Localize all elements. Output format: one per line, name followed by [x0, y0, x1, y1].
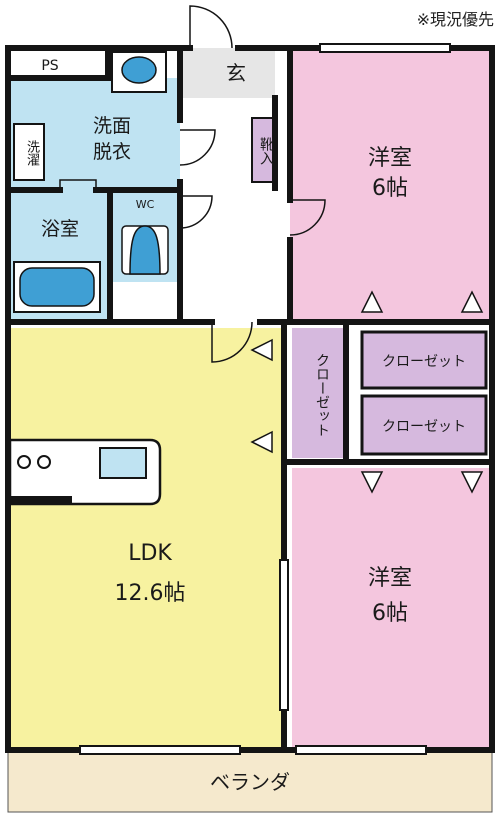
western-room-top-area — [290, 48, 490, 322]
windows — [79, 43, 451, 755]
bathtub — [19, 267, 95, 307]
stove-burner-1 — [17, 455, 31, 469]
doors — [59, 5, 326, 363]
washroom-label-1: 洗面 — [93, 115, 131, 137]
veranda-area — [7, 751, 493, 813]
closet-vertical-label: クローゼット — [314, 353, 330, 437]
closet-2-label: クローゼット — [382, 419, 466, 435]
washroom-label-2: 脱衣 — [93, 141, 131, 163]
wc-label: WC — [136, 198, 155, 211]
kitchen-sink — [99, 447, 147, 479]
entrance-area — [180, 48, 275, 98]
closet-vertical-area — [292, 328, 344, 458]
western-room-bottom-label-2: 6帖 — [372, 601, 408, 626]
shoe-box-label: 靴入 — [258, 137, 274, 165]
stove-burner-2 — [37, 455, 51, 469]
western-room-top-label-1: 洋室 — [368, 146, 412, 171]
counter-edge — [10, 496, 72, 504]
ps-area — [8, 48, 108, 78]
western-room-bottom-area — [292, 468, 490, 748]
closet-1-label: クローゼット — [382, 354, 466, 370]
current-condition-note: ※現況優先 — [416, 10, 494, 29]
closet-2-box — [360, 394, 488, 456]
ldk-label-1: LDK — [128, 541, 172, 566]
veranda-label: ベランダ — [210, 770, 290, 794]
washer-label: 洗濯 — [24, 140, 39, 166]
toilet-bowl — [129, 225, 161, 275]
ldk-label-2: 12.6帖 — [115, 581, 186, 606]
bath-label: 浴室 — [41, 218, 79, 240]
washer-space — [13, 123, 45, 181]
closet-door-markers — [250, 290, 484, 494]
ps-label: PS — [41, 58, 58, 74]
closet-1-box — [360, 330, 488, 390]
entrance-label: 玄 — [226, 61, 246, 85]
western-room-top-label-2: 6帖 — [372, 176, 408, 201]
sink-bowl — [121, 56, 157, 84]
western-room-bottom-label-1: 洋室 — [368, 566, 412, 591]
ldk-area — [8, 328, 284, 748]
